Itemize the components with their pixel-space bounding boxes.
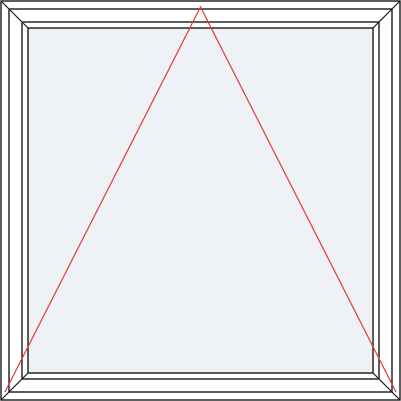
corner-miter-top-right bbox=[391, 0, 401, 10]
bead-miter-bottom-left bbox=[21, 372, 29, 380]
glass-pane bbox=[27, 27, 374, 374]
sash-inner-edge bbox=[21, 21, 380, 380]
corner-miter-bottom-right bbox=[391, 391, 401, 401]
opening-direction-indicator bbox=[4, 5, 397, 393]
sash-miter-bottom-left bbox=[8, 378, 23, 393]
sash-miter-top-right bbox=[378, 8, 393, 23]
bead-miter-bottom-right bbox=[372, 372, 380, 380]
corner-miter-bottom-left bbox=[0, 391, 10, 401]
bead-miter-top-right bbox=[372, 21, 380, 29]
sash-miter-top-left bbox=[8, 8, 23, 23]
sash-miter-bottom-right bbox=[378, 378, 393, 393]
bead-miter-top-left bbox=[21, 21, 29, 29]
sash-frame bbox=[8, 8, 393, 393]
corner-miter-top-left bbox=[0, 0, 10, 10]
